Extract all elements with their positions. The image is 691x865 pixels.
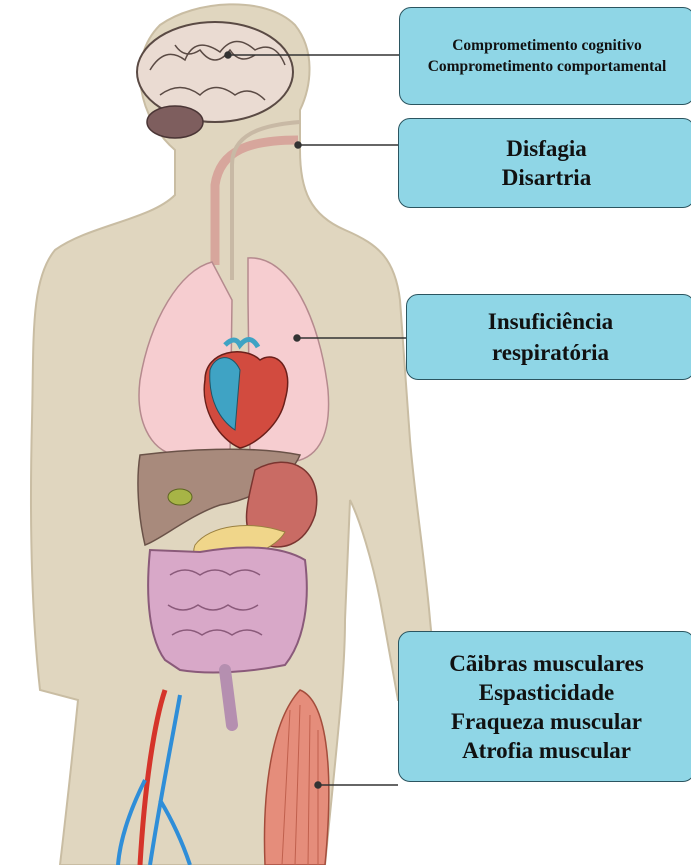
label-text: Disartria [502, 163, 591, 192]
label-box-muscular: Cãibras musculares Espasticidade Fraquez… [398, 631, 691, 782]
label-text: respiratória [492, 337, 609, 368]
label-text: Insuficiência [488, 306, 613, 337]
label-text: Comprometimento cognitivo [452, 35, 642, 56]
label-text: Disfagia [506, 134, 587, 163]
label-text: Comprometimento comportamental [428, 56, 667, 77]
label-text: Cãibras musculares [449, 649, 643, 678]
label-text: Fraqueza muscular [451, 707, 642, 736]
label-box-dysphagia: Disfagia Disartria [398, 118, 691, 208]
label-box-respiratory: Insuficiência respiratória [406, 294, 691, 380]
label-text: Espasticidade [479, 678, 614, 707]
label-text: Atrofia muscular [462, 736, 631, 765]
label-box-cognitive: Comprometimento cognitivo Comprometiment… [399, 7, 691, 105]
gallbladder [168, 489, 192, 505]
